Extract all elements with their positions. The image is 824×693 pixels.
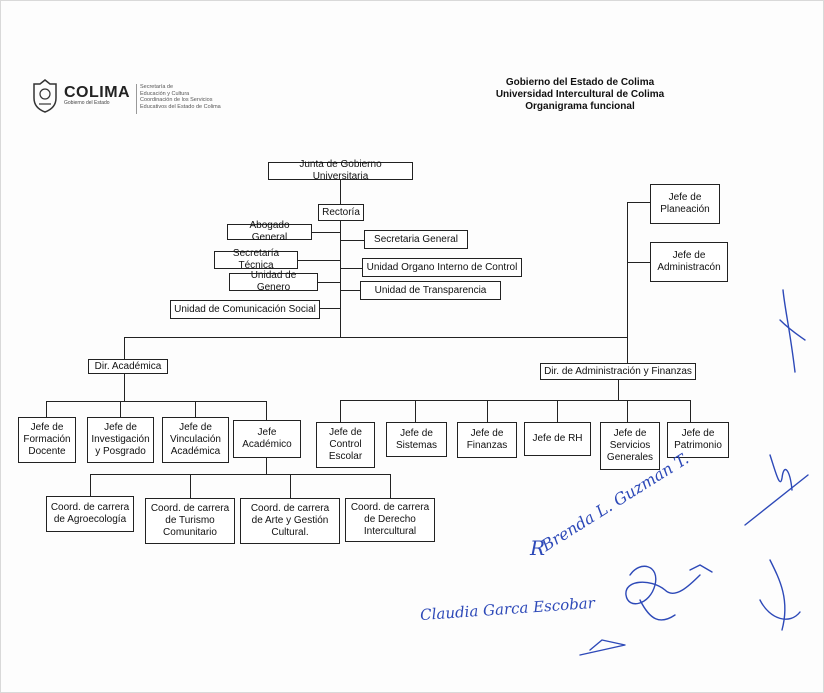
connector (618, 380, 619, 400)
connector (340, 400, 690, 401)
connector (690, 400, 691, 422)
connector (557, 400, 558, 422)
connector (487, 400, 488, 422)
box-jefe-administracion: Jefe de Administracón (650, 242, 728, 282)
connector (340, 268, 362, 269)
connector (290, 474, 291, 498)
box-unidad-transparencia: Unidad de Transparencia (360, 281, 501, 300)
connector (46, 401, 267, 402)
connector (627, 262, 650, 263)
connector (415, 400, 416, 422)
connector (312, 232, 340, 233)
document-header: Gobierno del Estado de Colima Universida… (480, 77, 680, 113)
box-junta-gobierno: Junta de Gobierno Universitaria (268, 159, 413, 182)
box-abogado-general: Abogado General (227, 220, 312, 243)
box-secretaria-tecnica: Secretaría Técnica (214, 248, 298, 271)
box-coord-derecho: Coord. de carrera de Derecho Intercultur… (345, 498, 435, 542)
box-coord-agroecologia: Coord. de carrera de Agroecología (46, 496, 134, 532)
box-jefe-control-escolar: Jefe de Control Escolar (316, 422, 375, 468)
connector (46, 401, 47, 417)
box-jefe-rh: Jefe de RH (524, 422, 591, 456)
connector (340, 180, 341, 205)
box-dir-academica: Dir. Académica (88, 359, 168, 374)
box-secretaria-general: Secretaria General (364, 230, 468, 249)
logo-description: Secretaría de Educación y Cultura Coordi… (140, 84, 221, 110)
box-jefe-servicios-generales: Jefe de Servicios Generales (600, 422, 660, 470)
box-jefe-patrimonio: Jefe de Patrimonio (667, 422, 729, 458)
box-dir-admin-finanzas: Dir. de Administración y Finanzas (540, 363, 696, 380)
connector (90, 474, 91, 496)
connector (195, 401, 196, 417)
connector (298, 260, 340, 261)
connector (124, 374, 125, 402)
box-jefe-investigacion: Jefe de Investigación y Posgrado (87, 417, 154, 463)
connector (340, 240, 364, 241)
connector (266, 401, 267, 420)
header-line-2: Universidad Intercultural de Colima (495, 89, 665, 100)
connector (627, 202, 650, 203)
connector (340, 290, 360, 291)
colima-seal-logo (33, 79, 57, 113)
connector (340, 221, 341, 337)
connector (627, 202, 628, 372)
box-coord-turismo: Coord. de carrera de Turismo Comunitario (145, 498, 235, 544)
connector (266, 458, 267, 474)
logo-subtitle: Gobierno del Estado (64, 100, 110, 106)
box-comunicacion-social: Unidad de Comunicación Social (170, 300, 320, 319)
connector (390, 474, 391, 498)
logo-wordmark: COLIMA (64, 84, 131, 101)
box-jefe-finanzas: Jefe de Finanzas (457, 422, 517, 458)
box-jefe-sistemas: Jefe de Sistemas (386, 422, 447, 457)
box-jefe-planeacion: Jefe de Planeación (650, 184, 720, 224)
box-coord-arte: Coord. de carrera de Arte y Gestión Cult… (240, 498, 340, 544)
connector (190, 474, 191, 498)
box-jefe-vinculacion: Jefe de Vinculación Académica (162, 417, 229, 463)
connector (124, 337, 627, 338)
connector (340, 400, 341, 422)
header-line-1: Gobierno del Estado de Colima (505, 77, 655, 88)
box-jefe-formacion-docente: Jefe de Formación Docente (18, 417, 76, 463)
header-line-3: Organigrama funcional (525, 101, 635, 112)
connector (120, 401, 121, 417)
box-jefe-academico: Jefe Académico (233, 420, 301, 458)
logo-separator (136, 84, 137, 114)
box-rectoria: Rectoría (318, 204, 364, 221)
connector (627, 400, 628, 422)
connector (320, 308, 340, 309)
signature-initial: R (530, 536, 546, 560)
connector (124, 337, 125, 359)
connector (90, 474, 390, 475)
box-organo-interno: Unidad Organo Interno de Control (362, 258, 522, 277)
box-unidad-genero: Unidad de Genero (229, 270, 318, 293)
connector (318, 282, 340, 283)
